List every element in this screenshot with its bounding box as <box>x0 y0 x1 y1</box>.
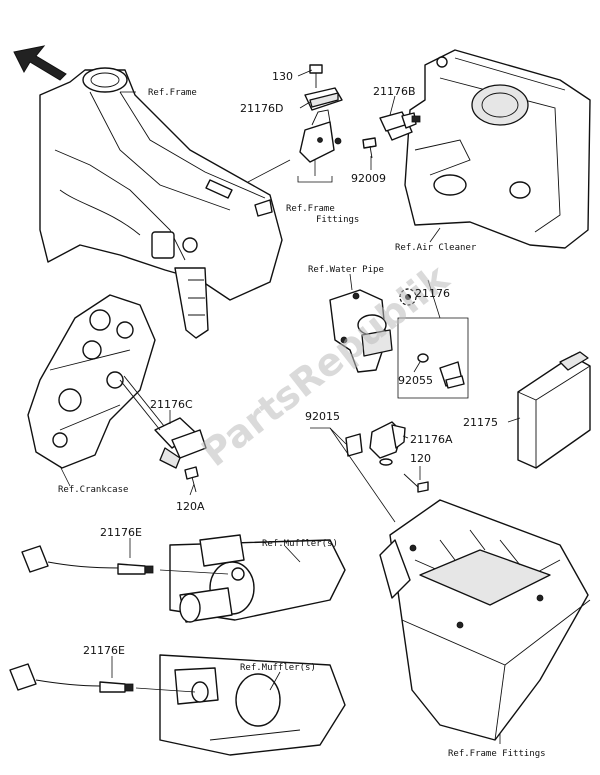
part-labels: 130 21176D 21176B 92009 21176 92055 2117… <box>83 70 498 657</box>
frame-illustration <box>39 67 283 339</box>
ref-muffler-label-2: Ref.Muffler(s) <box>240 663 316 673</box>
part-92055: 92055 <box>398 374 433 387</box>
ref-frame-fittings-bottom-label: Ref.Frame Fittings <box>448 749 546 759</box>
ref-frame-fittings-label-line2: Fittings <box>316 215 359 225</box>
part-21176e-2: 21176E <box>83 644 125 657</box>
sensor-21176-box <box>397 317 469 399</box>
part-21176c: 21176C <box>150 398 193 411</box>
ref-crankcase-label: Ref.Crankcase <box>58 485 128 495</box>
part-130: 130 <box>272 70 293 83</box>
leader-lines <box>59 69 521 744</box>
crankcase-illustration <box>27 294 156 469</box>
sensor-21176e-2 <box>9 663 134 693</box>
muffler-illustration-2 <box>159 654 346 756</box>
ref-water-pipe-label: Ref.Water Pipe <box>308 265 384 275</box>
part-92009: 92009 <box>351 172 386 185</box>
ref-air-cleaner-label: Ref.Air Cleaner <box>395 243 477 253</box>
bolt-120 <box>403 473 429 493</box>
frame-fittings-illustration <box>379 499 591 741</box>
spacer-92015 <box>345 433 363 457</box>
part-21176: 21176 <box>415 287 450 300</box>
ref-muffler-label-1: Ref.Muffler(s) <box>262 539 338 549</box>
ref-frame-label: Ref.Frame <box>148 88 197 98</box>
sensor-21176b <box>379 111 421 132</box>
part-21176d: 21176D <box>240 102 283 115</box>
part-92015: 92015 <box>305 410 340 423</box>
sensor-21176c <box>119 375 207 469</box>
reference-labels: Ref.Frame Ref.Frame Fittings Ref.Air Cle… <box>58 88 546 759</box>
ecu-21175 <box>517 351 591 469</box>
sensor-21176d <box>299 64 343 163</box>
part-120a: 120A <box>176 500 205 513</box>
ref-frame-fittings-label-line1: Ref.Frame <box>286 204 335 214</box>
sensor-21176a <box>369 421 406 466</box>
part-120: 120 <box>410 452 431 465</box>
air-cleaner-illustration <box>384 49 591 249</box>
muffler-illustration-1 <box>169 534 346 623</box>
part-21175: 21175 <box>463 416 498 429</box>
sensor-21176e-1 <box>21 545 154 575</box>
part-21176b: 21176B <box>373 85 416 98</box>
arrow-up-left-icon <box>13 45 67 81</box>
water-pipe-illustration <box>329 289 393 373</box>
bolt-92009 <box>362 137 377 159</box>
bolt-120a <box>184 466 199 493</box>
gear-icon <box>399 288 417 306</box>
part-21176e-1: 21176E <box>100 526 142 539</box>
part-21176a: 21176A <box>410 433 453 446</box>
